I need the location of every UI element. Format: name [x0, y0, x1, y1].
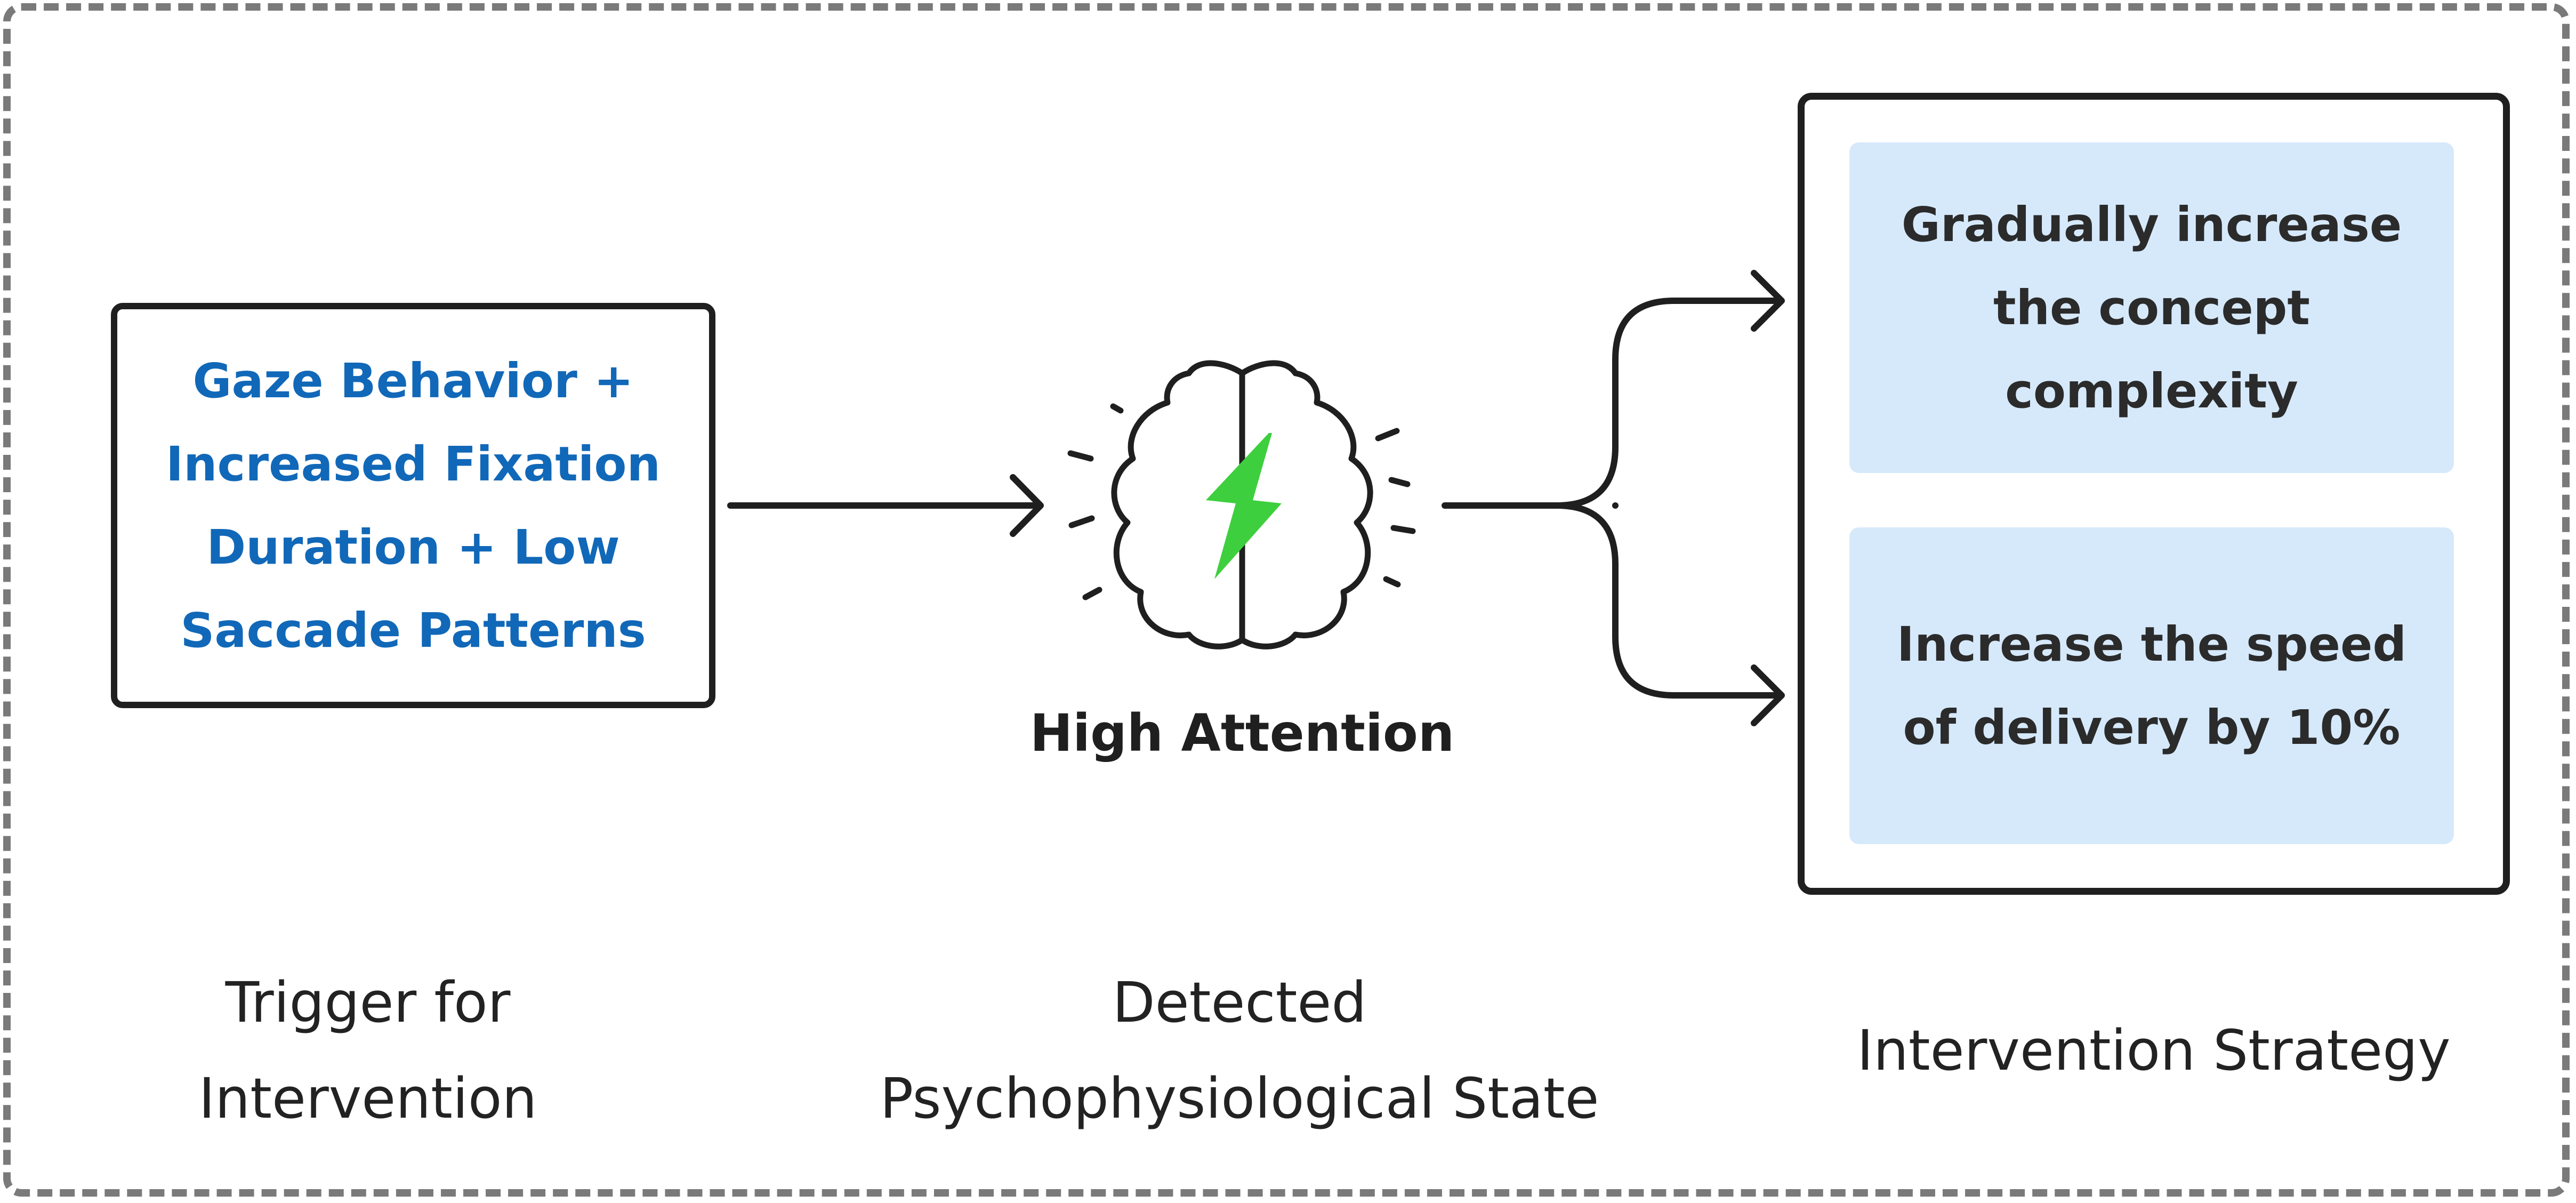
strategy-item-2-text: Increase the speed of delivery by 10% — [1896, 616, 2407, 755]
column-label-state: Detected Psychophysiological State — [880, 970, 1599, 1131]
arrow-state-to-strategies — [1442, 270, 1785, 726]
intervention-strategy-box: Gradually increase the concept complexit… — [1798, 93, 2510, 895]
column-label-trigger: Trigger for Intervention — [198, 970, 537, 1131]
arrow-trigger-to-state — [727, 474, 1044, 537]
column-label-strategy: Intervention Strategy — [1857, 1018, 2451, 1083]
brain-icon — [1067, 360, 1416, 649]
trigger-box: Gaze Behavior + Increased Fixation Durat… — [111, 303, 715, 708]
dashed-border-frame — [3, 3, 2570, 1197]
detected-state-label: High Attention — [1029, 703, 1455, 763]
strategy-item-1: Gradually increase the concept complexit… — [1849, 142, 2454, 473]
lightning-icon — [1206, 433, 1282, 579]
attention-rays — [1067, 403, 1416, 600]
strategy-item-2: Increase the speed of delivery by 10% — [1849, 527, 2454, 844]
strategy-item-1-text: Gradually increase the concept complexit… — [1901, 197, 2402, 419]
trigger-text: Gaze Behavior + Increased Fixation Durat… — [166, 353, 661, 658]
